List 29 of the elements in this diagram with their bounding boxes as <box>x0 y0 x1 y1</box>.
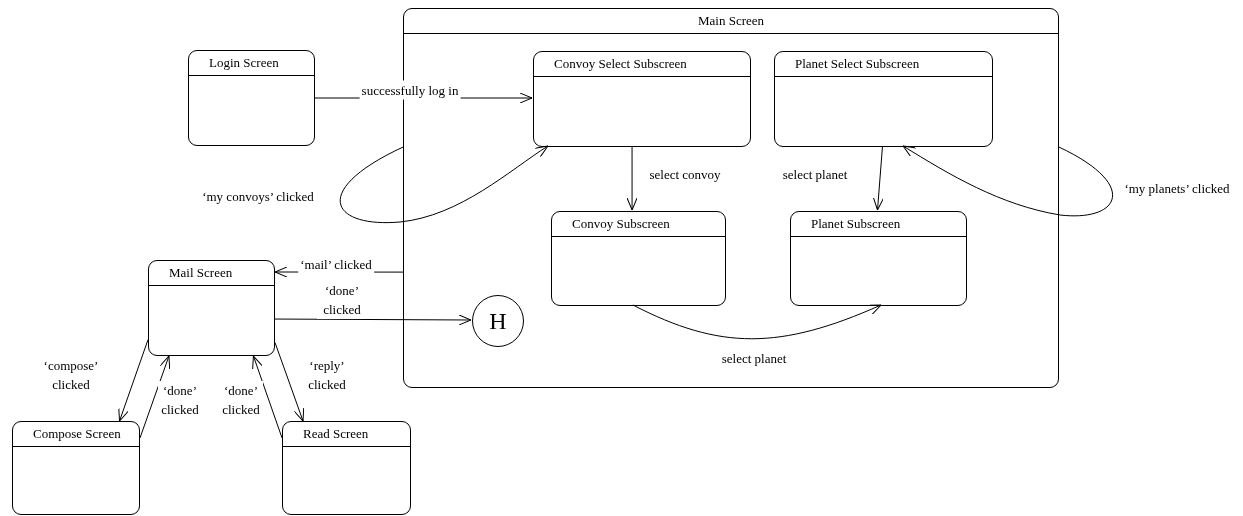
transition-arrow <box>274 342 305 422</box>
edge-label: successfully log in <box>359 80 461 100</box>
state-name: Compose Screen <box>33 425 121 444</box>
state-box <box>282 421 411 515</box>
transition-arrow <box>902 145 1113 217</box>
state-box <box>188 50 315 146</box>
transition-arrow <box>632 304 882 340</box>
state-box <box>551 211 726 306</box>
state-box <box>148 260 275 356</box>
transition-arrow <box>118 339 149 422</box>
state-name: Login Screen <box>209 54 279 73</box>
state-name: Convoy Subscreen <box>572 215 670 234</box>
transition-arrow <box>274 314 472 326</box>
state-name: Planet Subscreen <box>811 215 901 234</box>
state-box <box>12 421 140 515</box>
transition-arrow <box>139 355 171 439</box>
state-box <box>790 211 967 306</box>
state-name: Mail Screen <box>169 264 233 283</box>
transition-arrow <box>872 145 884 211</box>
state-box <box>774 51 993 147</box>
state-name: Convoy Select Subscreen <box>554 55 687 74</box>
history-marker: H <box>489 309 507 333</box>
state-name: Read Screen <box>303 425 369 444</box>
transition-arrow <box>339 145 549 224</box>
state-name: Main Screen <box>697 12 765 31</box>
state-box <box>533 51 751 147</box>
state-name: Planet Select Subscreen <box>795 55 920 74</box>
transition-arrow <box>626 145 638 211</box>
transition-arrow <box>252 355 283 439</box>
